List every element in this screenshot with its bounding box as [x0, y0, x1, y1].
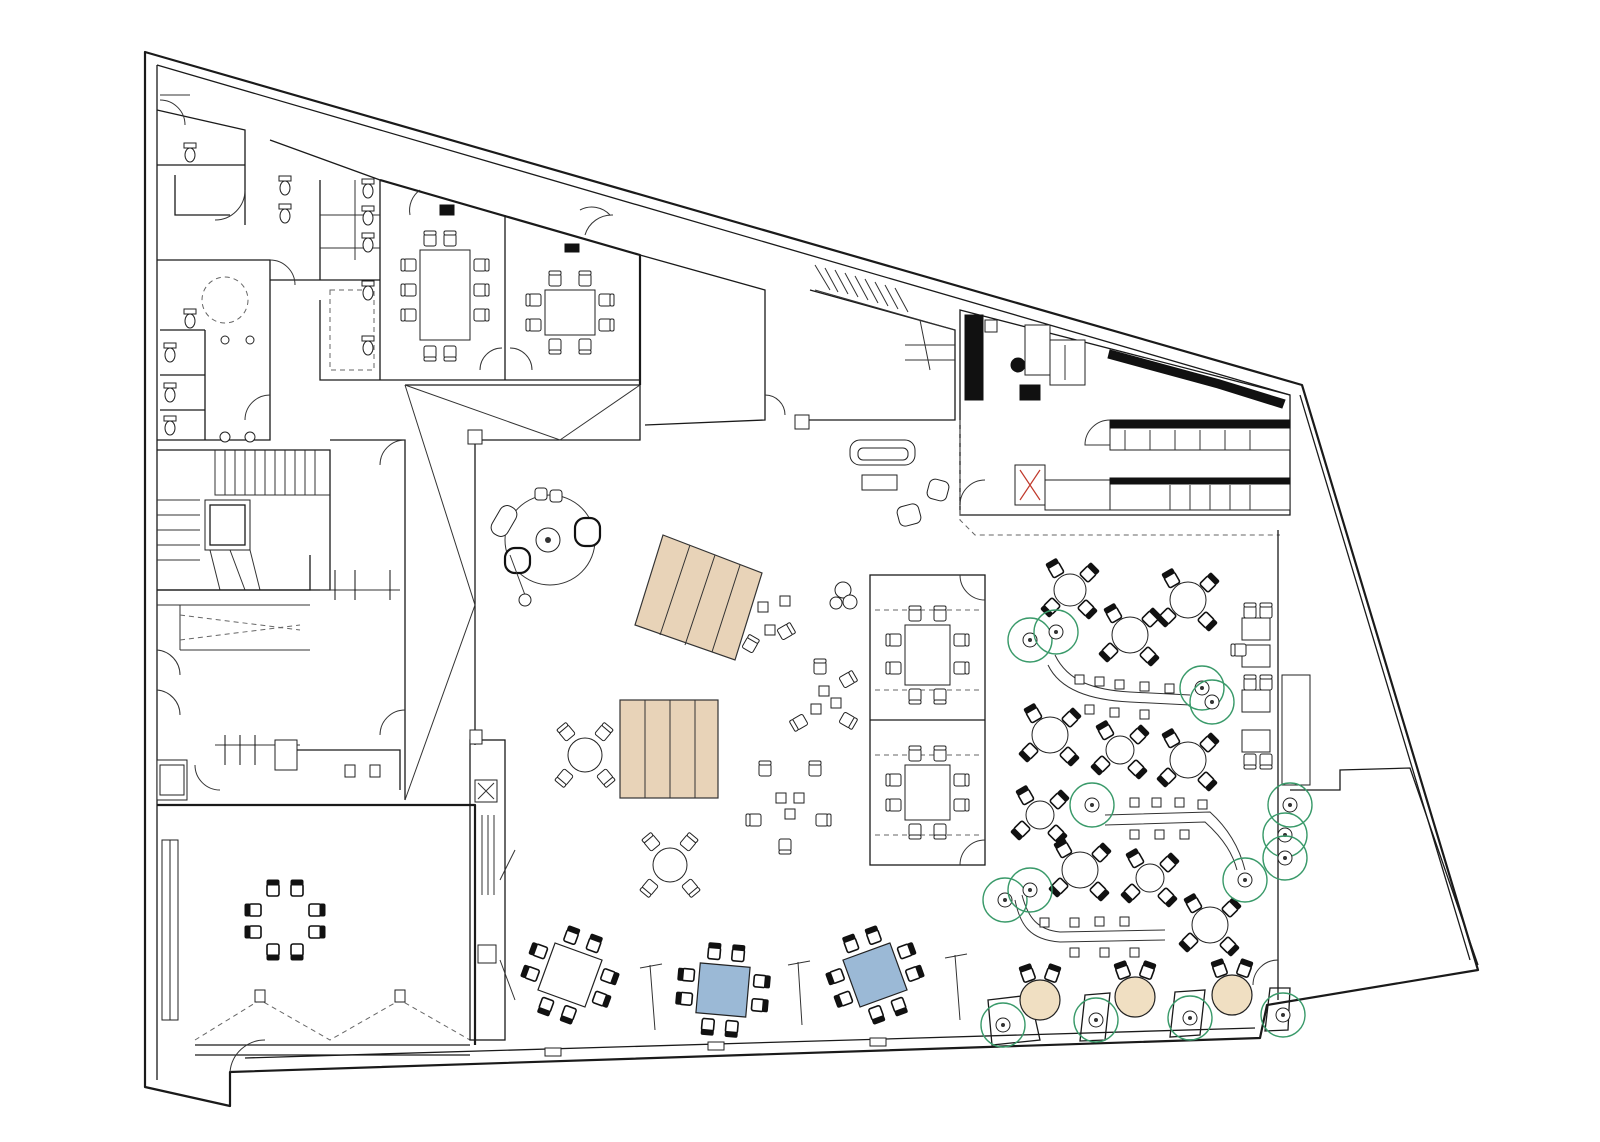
foyer-wedge — [404, 384, 641, 801]
toilet-icon — [183, 308, 197, 329]
meeting-rooms-top — [379, 178, 956, 430]
sofa-icon — [849, 439, 950, 527]
elevator-icon — [204, 499, 251, 551]
toilet-icon — [361, 205, 375, 226]
cafe-tables — [554, 658, 859, 899]
meeting-room-lower-left — [157, 803, 477, 1056]
light-pole-icon — [639, 953, 968, 1031]
dining-area — [980, 530, 1313, 1048]
round-lounge — [490, 487, 602, 607]
kitchenette-strip — [469, 739, 516, 1041]
toilet-icon — [163, 382, 177, 403]
toilet-icon — [361, 178, 375, 199]
stool-cluster — [741, 581, 858, 654]
washroom-block — [156, 99, 381, 443]
sink-icon — [219, 335, 256, 443]
toilet-icon — [361, 280, 375, 301]
toilet-icon — [183, 142, 197, 163]
door-swing-icon — [160, 94, 614, 1073]
booth-row — [980, 957, 1306, 1048]
toilet-icon — [278, 203, 292, 224]
toilet-icon — [361, 335, 375, 356]
kitchen-equipment-icon — [959, 309, 1291, 536]
wood-platform — [619, 534, 763, 799]
toilet-icon — [163, 342, 177, 363]
coat-rack-icon — [215, 570, 400, 765]
toilet-icon — [361, 232, 375, 253]
square-tables-bottom — [519, 924, 968, 1057]
meeting-pod-pair — [869, 574, 986, 866]
exterior-walls — [143, 50, 1480, 1108]
toilet-icon — [163, 415, 177, 436]
toilet-icon — [278, 175, 292, 196]
